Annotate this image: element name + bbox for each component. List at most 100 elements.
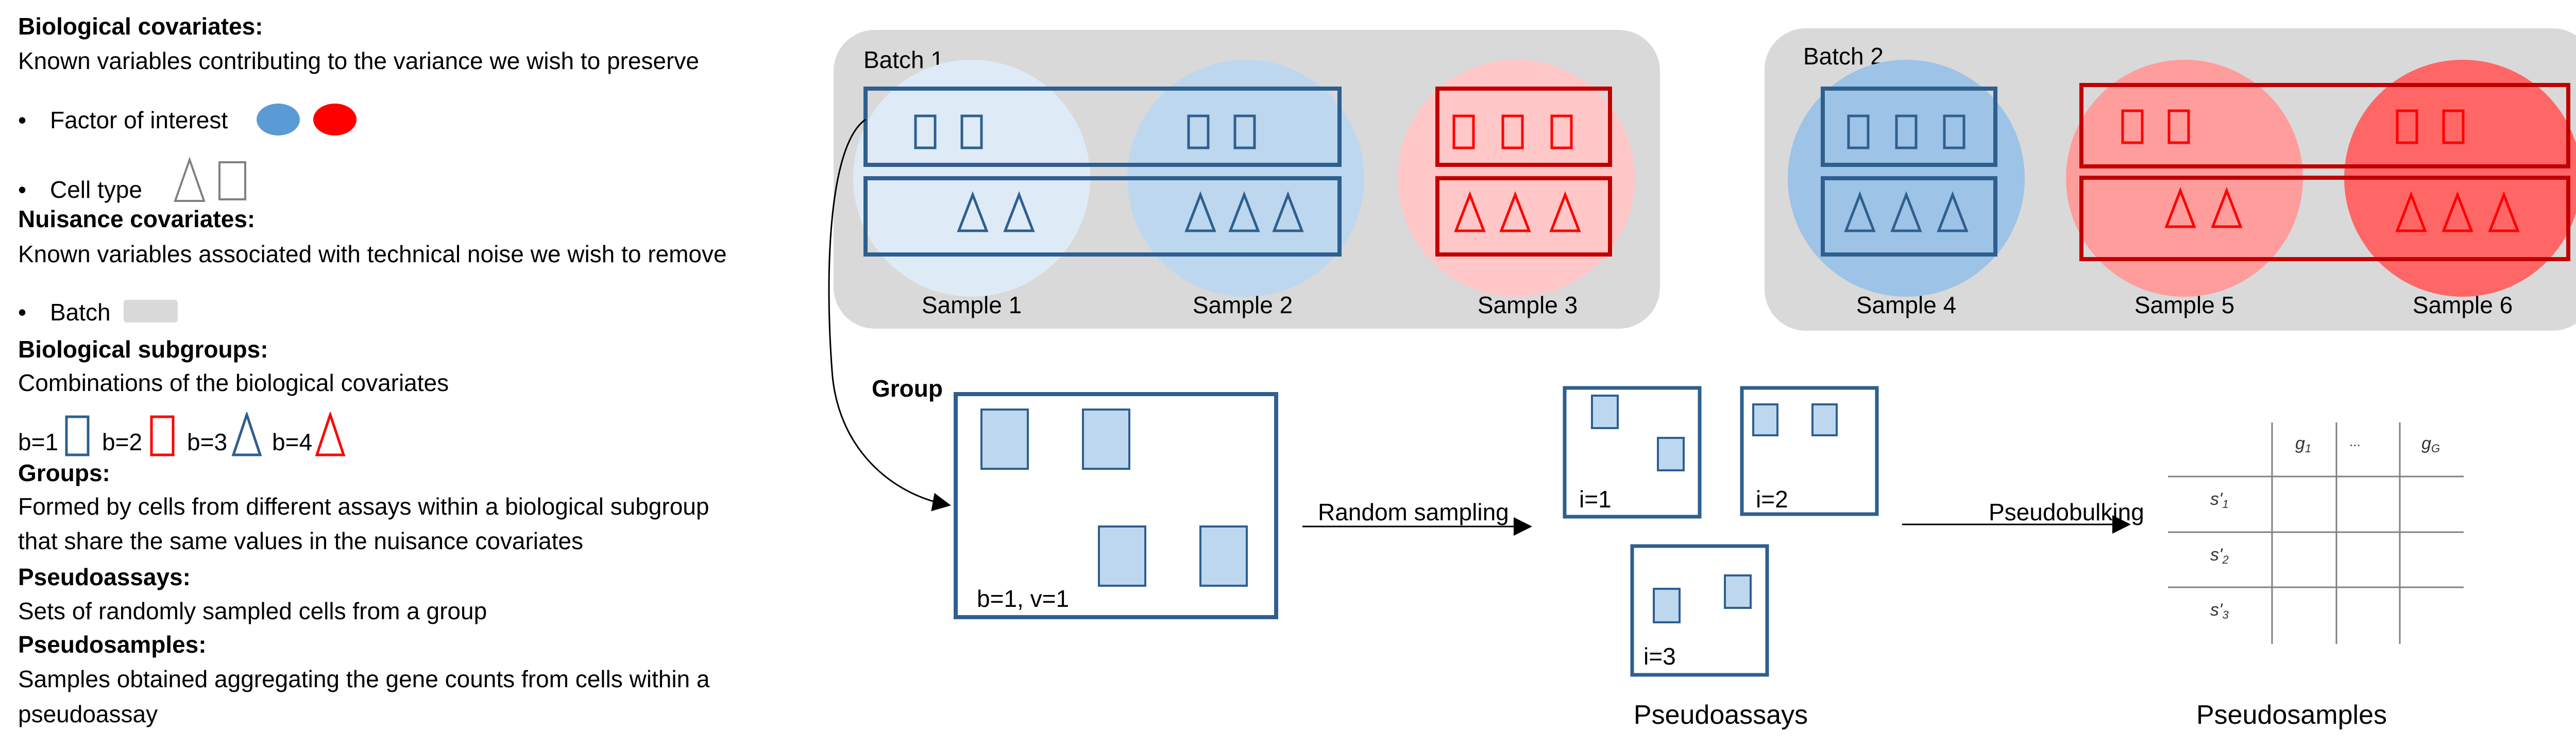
b3-row-batch-2 [1821, 176, 1997, 257]
blue-rectangle-icon [1847, 114, 1870, 149]
row-header-s2: s'2 [2210, 545, 2229, 566]
red-factor-icon [313, 104, 357, 135]
red-triangle-icon [315, 412, 346, 456]
bullet-icon: • [18, 176, 27, 203]
blue-triangle-icon [1228, 191, 1260, 232]
red-triangle-icon [2164, 187, 2196, 228]
blue-rectangle-icon [1895, 114, 1918, 149]
b1-row-batch-2 [1821, 87, 1997, 167]
sampling-step: Random sampling [1302, 499, 1532, 536]
col-header-g1: g1 [2295, 434, 2311, 455]
b3-label: b=3 [187, 429, 228, 455]
red-triangle-icon [1499, 191, 1531, 232]
pseudosamples-desc-2: pseudoassay [18, 701, 158, 727]
blue-triangle-icon [231, 412, 262, 456]
red-triangle-icon [1454, 191, 1486, 232]
pseudoassays: i=1 i=2 i=3 Pseudoassays [1563, 386, 1879, 730]
blue-rectangle-icon [960, 114, 983, 149]
red-rectangle-icon [2396, 109, 2418, 144]
batch-2-label: Batch 2 [1803, 43, 1884, 70]
row-header-s3: s'3 [2210, 600, 2229, 621]
sample-6-label: Sample 6 [2413, 292, 2513, 318]
cells-sample-3 [1452, 114, 1581, 232]
sample-4-label: Sample 4 [1856, 292, 1956, 318]
red-rectangle-icon [2121, 109, 2144, 144]
b1-swatch [65, 415, 90, 456]
cells-sample-5 [2121, 109, 2243, 228]
cells-sample-6 [2395, 109, 2520, 232]
sample-1-label: Sample 1 [922, 292, 1022, 318]
red-rectangle-icon [1452, 114, 1475, 149]
groups-desc-2: that share the same values in the nuisan… [18, 528, 583, 554]
factor-swatches [257, 104, 357, 135]
batch-1: Batch 1 Sample 1 Sa [834, 30, 1660, 329]
group-box: Group b=1, v=1 [872, 375, 1278, 619]
blue-rectangle-icon [1943, 114, 1965, 149]
red-triangle-icon [2442, 191, 2473, 232]
cell-square-icon [1724, 574, 1752, 609]
b3-swatch [231, 412, 262, 456]
b2-swatch [150, 415, 175, 456]
b2-row-batch-1 [1435, 87, 1612, 167]
b4-label: b=4 [272, 429, 313, 455]
red-rectangle-icon [1501, 114, 1524, 149]
cell-type-swatches [174, 157, 246, 202]
red-rectangle-icon [1550, 114, 1573, 149]
blue-triangle-icon [1937, 191, 1969, 232]
table-grid [2168, 422, 2464, 644]
cell-type-label: Cell type [50, 176, 142, 203]
blue-triangle-icon [1844, 191, 1876, 232]
bullet-icon: • [18, 299, 27, 326]
bullet-icon: • [18, 107, 27, 133]
sampling-label: Random sampling [1318, 499, 1509, 525]
pseudoassays-desc: Sets of randomly sampled cells from a gr… [18, 598, 487, 624]
b4-row-batch-1 [1435, 176, 1612, 257]
nuis-desc: Known variables associated with technica… [18, 241, 727, 267]
cells-sample-4 [1844, 114, 1969, 232]
group-cells [980, 409, 1248, 587]
cell-square-icon [1657, 437, 1685, 471]
col-header-ellipsis: ... [2349, 434, 2361, 449]
group-connector-arrow [828, 118, 951, 512]
batch-swatch [124, 300, 178, 322]
blue-factor-icon [257, 104, 300, 135]
blue-triangle-icon [1184, 191, 1216, 232]
bio-cov-desc: Known variables contributing to the vari… [18, 47, 699, 74]
cell-square-icon [1811, 403, 1838, 436]
bulking-step: Pseudobulking [1902, 499, 2144, 534]
sample-5-label: Sample 5 [2134, 292, 2234, 318]
b4-row-batch-2 [2079, 176, 2570, 261]
subgroups-title: Biological subgroups: [18, 336, 268, 363]
cell-square-icon [1653, 588, 1681, 623]
cell-square-icon [1098, 525, 1146, 587]
red-triangle-icon [1549, 191, 1581, 232]
batch-2: Batch 2 Sample 4 Sa [1765, 28, 2576, 331]
table-headers: g1 ... gG s'1 s'2 s'3 [2210, 434, 2440, 621]
pseudosamples-table: g1 ... gG s'1 s'2 s'3 Pseudosamples [2168, 422, 2464, 730]
cell-square-icon [1199, 525, 1248, 587]
red-triangle-icon [2488, 191, 2520, 232]
group-title: Group [872, 375, 943, 402]
blue-triangle-icon [957, 191, 989, 232]
row-header-s1: s'1 [2210, 489, 2229, 511]
sample-3-label: Sample 3 [1478, 292, 1578, 318]
batch-label: Batch [50, 299, 111, 326]
pseudosamples-title: Pseudosamples: [18, 631, 207, 658]
pseudosamples-desc-1: Samples obtained aggregating the gene co… [18, 666, 710, 692]
red-triangle-icon [2211, 187, 2243, 228]
b3-row-batch-1 [863, 176, 1342, 257]
subgroups-desc: Combinations of the biological covariate… [18, 369, 449, 396]
b2-row-batch-2 [2079, 83, 2570, 168]
bio-cov-title: Biological covariates: [18, 13, 263, 40]
red-rectangle-icon [2442, 109, 2465, 144]
cell-square-icon [1591, 395, 1619, 429]
red-triangle-icon [2395, 191, 2427, 232]
red-rectangle-icon [150, 415, 175, 456]
group-subtitle: b=1, v=1 [977, 585, 1069, 612]
b1-label: b=1 [18, 429, 59, 455]
pseudoassay-2-label: i=2 [1756, 486, 1788, 513]
pseudoassay-3-label: i=3 [1643, 643, 1676, 670]
blue-triangle-icon [1272, 191, 1304, 232]
legend-panel: Biological covariates: Known variables c… [0, 0, 824, 748]
